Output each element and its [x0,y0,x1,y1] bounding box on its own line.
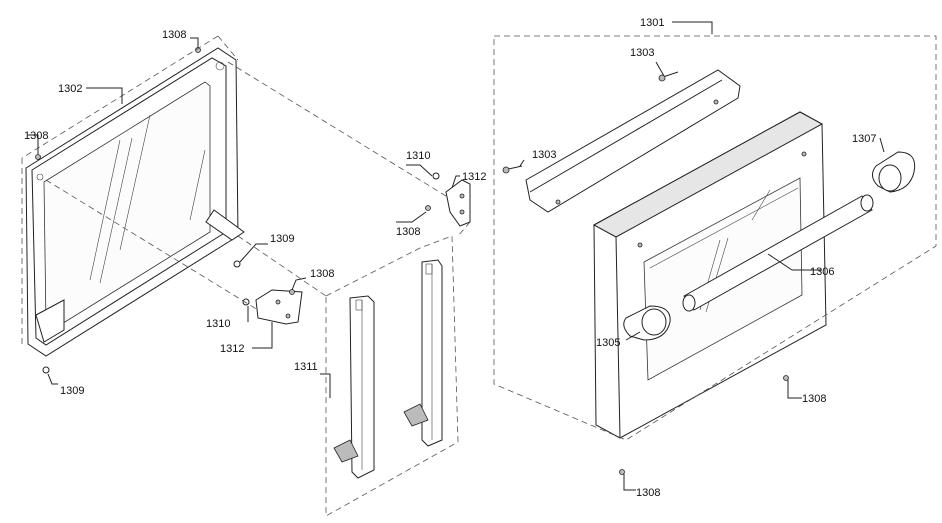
screws-1308 [35,47,789,475]
door-hinge-right [403,259,443,447]
leader-lines [28,21,885,491]
screw-1303-lower [502,165,523,174]
callout-1308-lower-hinge: 1308 [310,268,334,280]
handle-end-cap-left [623,305,671,341]
callout-1310-lower: 1310 [206,318,230,330]
callout-1301: 1301 [640,17,664,29]
callout-1306: 1306 [810,266,834,278]
callout-1305: 1305 [596,337,620,349]
callout-1303-lower: 1303 [532,149,556,161]
callout-1311: 1311 [294,361,318,373]
callout-labels: 1301 1302 1303 1303 1305 1306 1307 1308 … [24,17,876,499]
top-trim [525,69,741,213]
hinge-bracket-lower [255,289,303,325]
callout-1309-bottom: 1309 [60,385,84,397]
hinge-bracket-upper [445,179,471,227]
callout-1308-left: 1308 [24,130,48,142]
callout-1308-upper-hinge: 1308 [396,226,420,238]
callout-1312-upper: 1312 [462,171,486,183]
assembly-dashed-lines [21,35,937,517]
callout-1309-frame: 1309 [270,233,294,245]
callout-1312-lower: 1312 [220,343,244,355]
callout-1310-upper: 1310 [406,150,430,162]
callout-1308-top-left: 1308 [162,29,186,41]
inner-door-frame [25,47,245,357]
handle-end-cap-right [872,151,916,193]
washers-1309-1310 [42,172,440,374]
callout-1307: 1307 [852,133,876,145]
callout-1308-bottom: 1308 [636,487,660,499]
callout-1302: 1302 [58,83,82,95]
screw-1303-upper [658,71,679,82]
callout-1303-upper: 1303 [630,47,654,59]
door-handle-bar [682,194,874,312]
callout-1308-panel: 1308 [802,393,826,405]
door-hinge-left [333,295,375,479]
